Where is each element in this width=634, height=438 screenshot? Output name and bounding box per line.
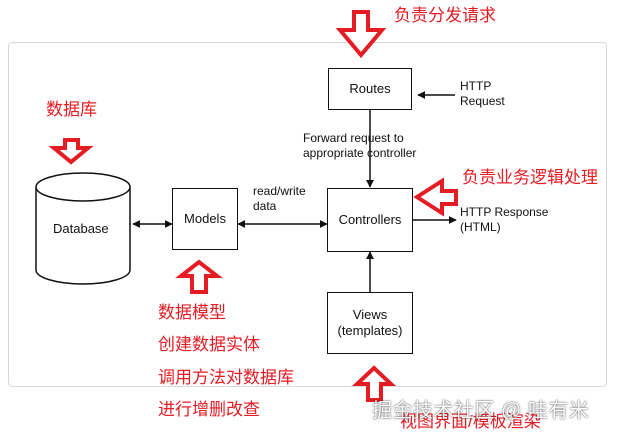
models-up-red-arrow [175,259,223,294]
database-down-red-arrow [48,138,94,165]
models-annotation-line-1: 数据模型 [158,303,226,322]
forward-request-label: Forward request to appropriate controlle… [303,131,417,160]
http-request-label: HTTP Request [460,79,505,108]
views-annotation: 视图界面/模板渲染 [400,412,541,431]
models-annotation-line-2: 创建数据实体 [158,335,260,354]
views-up-red-arrow [351,365,397,402]
views-box: Views (templates) [327,292,413,354]
controllers-left-red-arrow [413,177,458,217]
controllers-box: Controllers [327,188,413,252]
routes-box: Routes [328,68,412,110]
database-cylinder-shape [35,172,131,285]
routes-annotation: 负责分发请求 [394,6,496,25]
models-box: Models [172,188,238,250]
watermark: 掘金技术社区 @ 哇有米 [372,400,590,422]
models-annotation-line-3: 调用方法对数据库 [158,368,294,387]
models-annotation-line-4: 进行增删改查 [158,400,260,419]
database-label: Database [53,221,109,236]
http-response-label: HTTP Response (HTML) [460,205,549,234]
database-annotation: 数据库 [46,100,97,119]
read-write-label: read/write data [253,184,306,213]
routes-down-red-arrow [335,10,387,59]
controllers-annotation: 负责业务逻辑处理 [462,168,598,187]
